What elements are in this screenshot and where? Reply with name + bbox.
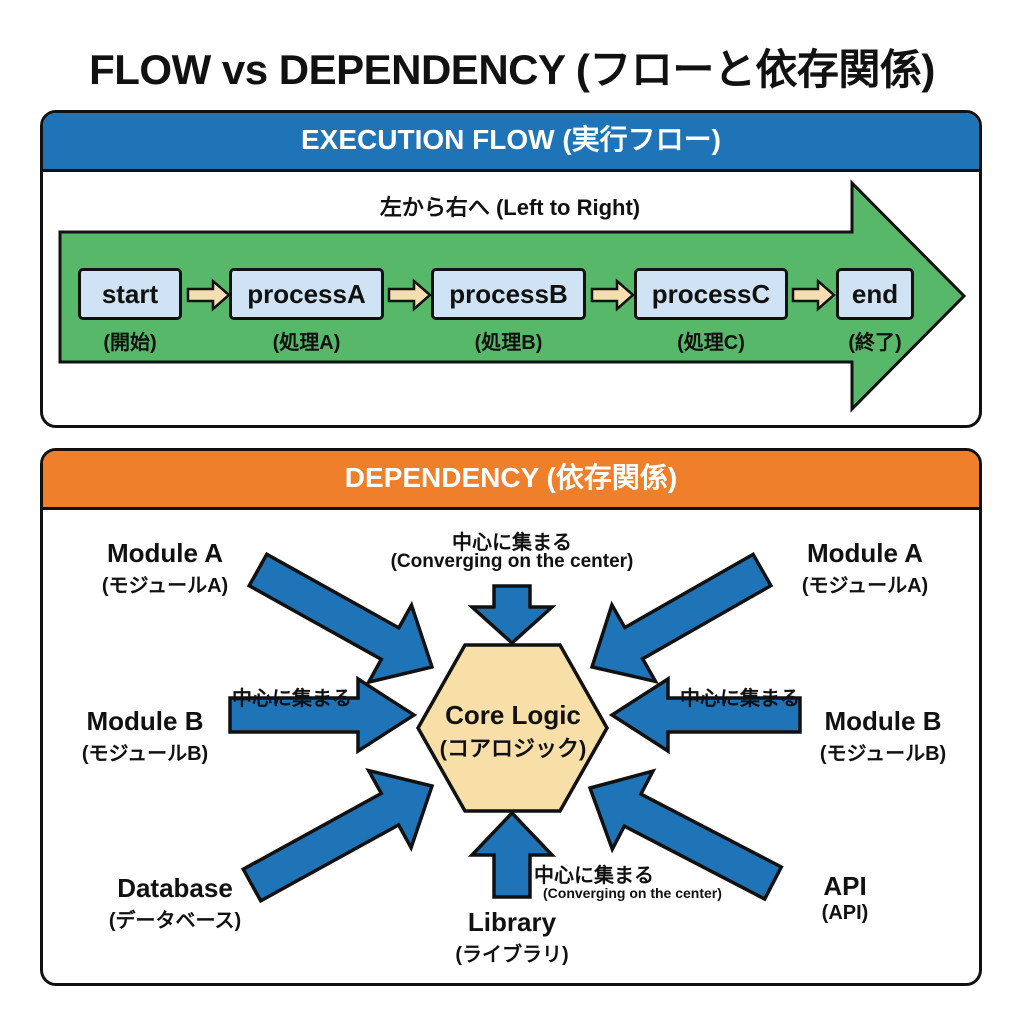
node-api: API (API) bbox=[765, 871, 925, 925]
flow-direction-label: 左から右へ (Left to Right) bbox=[379, 195, 641, 220]
flow-step-processA-sub: (処理A) bbox=[272, 332, 341, 354]
annotation-top-en: (Converging on the center) bbox=[390, 551, 634, 572]
annotation-bottom-jp: 中心に集まる bbox=[534, 865, 654, 887]
flow-step-start: start bbox=[78, 268, 182, 320]
core-logic-title: Core Logic bbox=[445, 700, 581, 730]
node-sub: (API) bbox=[821, 902, 869, 924]
flow-connector-arrow-3 bbox=[590, 278, 635, 312]
execution-flow-header: EXECUTION FLOW (実行フロー) bbox=[43, 113, 979, 172]
flow-connector-arrow-1 bbox=[186, 278, 231, 312]
core-logic-hexagon bbox=[415, 643, 610, 813]
dependency-arrow-database bbox=[240, 767, 435, 904]
flow-step-processB-sub: (処理B) bbox=[474, 332, 543, 354]
node-sub: (モジュールA) bbox=[101, 575, 229, 597]
node-module-a-right: Module A (モジュールA) bbox=[770, 538, 960, 598]
dependency-arrow-module-a-left bbox=[246, 551, 435, 685]
node-sub: (ライブラリ) bbox=[455, 944, 569, 966]
dependency-header: DEPENDENCY (依存関係) bbox=[43, 451, 979, 510]
node-sub: (データベース) bbox=[108, 910, 242, 932]
node-label: API bbox=[823, 871, 867, 901]
flow-step-end-sub: (終了) bbox=[848, 332, 902, 354]
flow-step-start-sub: (開始) bbox=[103, 332, 157, 354]
flow-connector-arrow-2 bbox=[387, 278, 432, 312]
flow-step-processA: processA bbox=[229, 268, 384, 320]
flow-step-processC: processC bbox=[634, 268, 788, 320]
page-title: FLOW vs DEPENDENCY (フローと依存関係) bbox=[89, 46, 935, 93]
flow-step-processB: processB bbox=[431, 268, 586, 320]
node-database: Database (データベース) bbox=[80, 873, 270, 933]
dependency-arrow-top bbox=[467, 584, 557, 646]
node-sub: (モジュールB) bbox=[819, 743, 947, 765]
node-module-b-left: Module B (モジュールB) bbox=[50, 706, 240, 766]
annotation-right-jp: 中心に集まる bbox=[680, 688, 800, 710]
node-sub: (モジュールB) bbox=[81, 743, 209, 765]
node-label: Module A bbox=[106, 538, 224, 568]
dependency-arrow-library bbox=[467, 810, 557, 899]
node-label: Library bbox=[467, 907, 557, 937]
dependency-arrow-module-b-left bbox=[228, 675, 418, 755]
node-label: Module B bbox=[824, 706, 942, 736]
node-library: Library (ライブラリ) bbox=[417, 907, 607, 967]
node-label: Database bbox=[117, 873, 233, 903]
node-label: Module B bbox=[86, 706, 204, 736]
core-logic-sub: (コアロジック) bbox=[439, 736, 587, 761]
node-module-b-right: Module B (モジュールB) bbox=[788, 706, 978, 766]
node-sub: (モジュールA) bbox=[801, 575, 929, 597]
flow-step-processC-sub: (処理C) bbox=[677, 332, 745, 354]
flow-connector-arrow-4 bbox=[791, 278, 836, 312]
dependency-arrow-module-b-right bbox=[608, 675, 802, 755]
node-label: Module A bbox=[806, 538, 924, 568]
core-logic-label: Core Logic (コアロジック) bbox=[418, 700, 608, 763]
node-module-a-left: Module A (モジュールA) bbox=[70, 538, 260, 598]
annotation-top-jp: 中心に集まる bbox=[452, 532, 572, 554]
dependency-arrow-module-a-right bbox=[589, 552, 774, 684]
flow-step-end: end bbox=[836, 268, 914, 320]
annotation-left-jp: 中心に集まる bbox=[232, 688, 352, 710]
dependency-arrow-api bbox=[587, 768, 784, 902]
annotation-bottom-en: (Converging on the center) bbox=[543, 885, 722, 901]
